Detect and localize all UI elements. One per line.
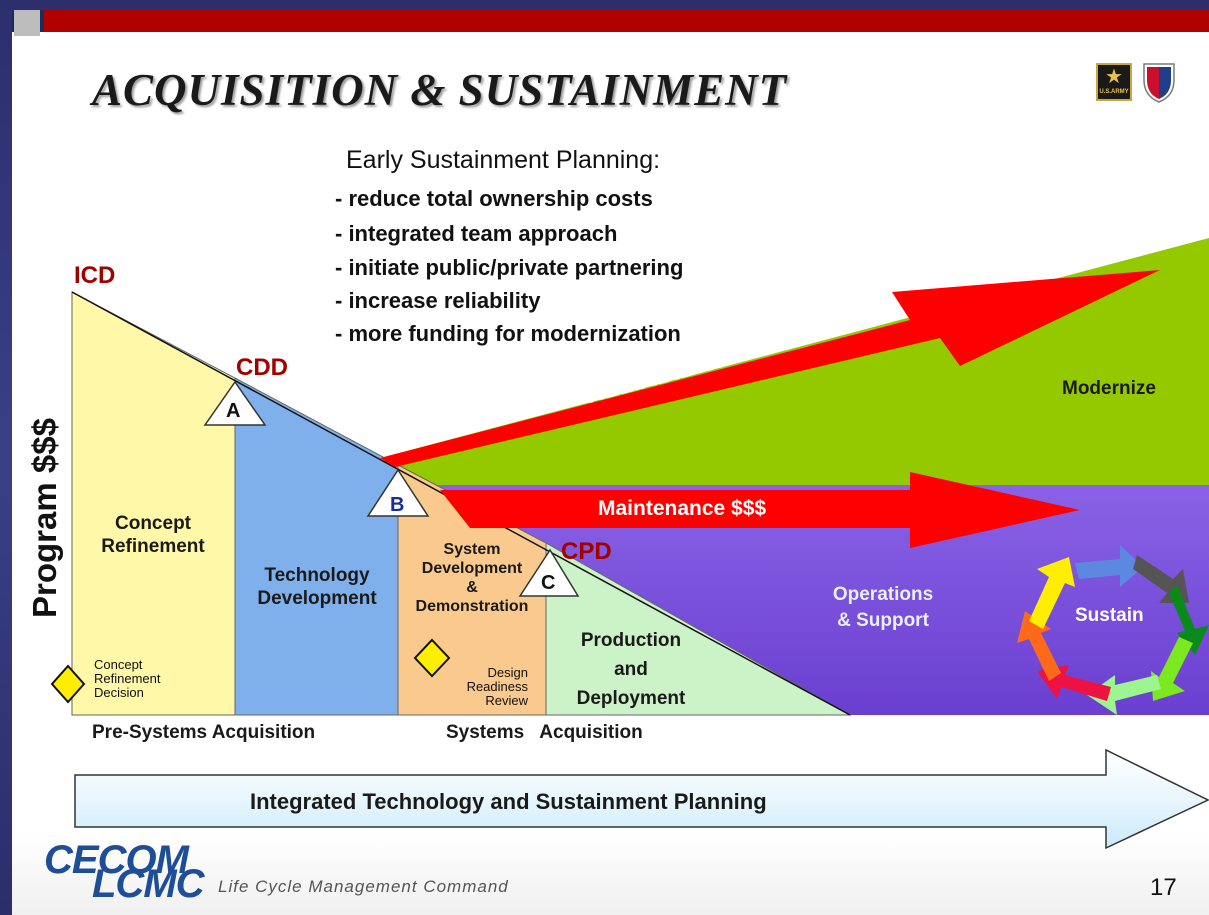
- sustain-segment-7: [1017, 611, 1061, 681]
- lcmc-logo: LCMC: [92, 862, 205, 906]
- maintenance-arrow-label: Maintenance $$$: [598, 497, 767, 520]
- window-frame-top: [0, 0, 1209, 10]
- slide-title: ACQUISITION & SUSTAINMENT: [92, 65, 788, 115]
- planning-bullet: - integrated team approach: [335, 221, 618, 246]
- army-logo-text: U.S.ARMY: [1099, 89, 1129, 95]
- phase-operations-support: Operations & Support: [832, 584, 934, 631]
- phase-modernize: Modernize: [1062, 378, 1156, 399]
- window-frame-left: [0, 0, 12, 915]
- milestone-c-label: C: [541, 572, 556, 594]
- star-glyph: ★: [1105, 66, 1123, 88]
- reliability-arrow: [380, 270, 1160, 467]
- sustain-segment-4: [1151, 637, 1193, 701]
- systems-acquisition-label: Systems Acquisition: [446, 722, 643, 743]
- integrated-planning-arrow: [74, 748, 1209, 850]
- phase-concept-refinement: Concept Refinement: [101, 513, 205, 557]
- design-review-diamond: [413, 638, 451, 678]
- early-planning-heading: Early Sustainment Planning:: [346, 146, 661, 174]
- lcmc-tagline: Life Cycle Management Command: [218, 877, 509, 896]
- sustain-segment-3: [1169, 585, 1209, 655]
- milestone-icd-label: ICD: [74, 262, 116, 289]
- milestone-a-triangle: [203, 380, 267, 426]
- planning-bullet: - initiate public/private partnering: [335, 255, 684, 280]
- production-deployment-block: [545, 542, 852, 716]
- planning-bullet: - increase reliability: [335, 288, 541, 313]
- maintenance-arrow: [440, 472, 1080, 548]
- sustain-segment-8: [1029, 557, 1075, 629]
- planning-bullet: - reduce total ownership costs: [335, 186, 653, 211]
- milestone-b-triangle: [366, 468, 430, 517]
- milestone-b-label: B: [390, 494, 405, 516]
- design-review-label: Design Readiness Review: [466, 665, 528, 708]
- shield-icon: [1143, 63, 1175, 103]
- operations-support-area: [436, 485, 1209, 715]
- sustain-segment-1: [1075, 545, 1143, 587]
- concept-decision-diamond: [50, 664, 86, 704]
- milestone-a-label: A: [226, 400, 241, 422]
- army-star-icon: ★ U.S.ARMY: [1096, 63, 1132, 101]
- phase-technology-development: Technology Development: [257, 565, 377, 609]
- footer-band: [12, 835, 1209, 915]
- sustain-segment-5: [1087, 675, 1161, 715]
- y-axis-label: Program $$$: [26, 418, 63, 618]
- sustain-cycle: [1017, 545, 1209, 715]
- page-number: 17: [1150, 874, 1177, 901]
- milestone-c-triangle: [518, 548, 580, 597]
- cecom-logo: CECOM: [44, 838, 189, 882]
- milestone-cpd-label: CPD: [561, 538, 612, 565]
- concept-refinement-block: [71, 291, 236, 716]
- phase-production-deployment: Production and Deployment: [576, 630, 686, 709]
- milestone-cdd-label: CDD: [236, 354, 288, 381]
- technology-development-block: [234, 377, 399, 716]
- integrated-planning-label: Integrated Technology and Sustainment Pl…: [250, 789, 767, 814]
- title-red-bar: [44, 10, 1209, 32]
- corner-square: [14, 10, 40, 36]
- phase-sustain: Sustain: [1075, 605, 1144, 626]
- concept-decision-label: Concept Refinement Decision: [94, 657, 161, 700]
- planning-bullet: - more funding for modernization: [335, 321, 681, 346]
- phase-system-development: System Development & Demonstration: [415, 541, 529, 615]
- pre-systems-acquisition-label: Pre-Systems Acquisition: [92, 722, 316, 743]
